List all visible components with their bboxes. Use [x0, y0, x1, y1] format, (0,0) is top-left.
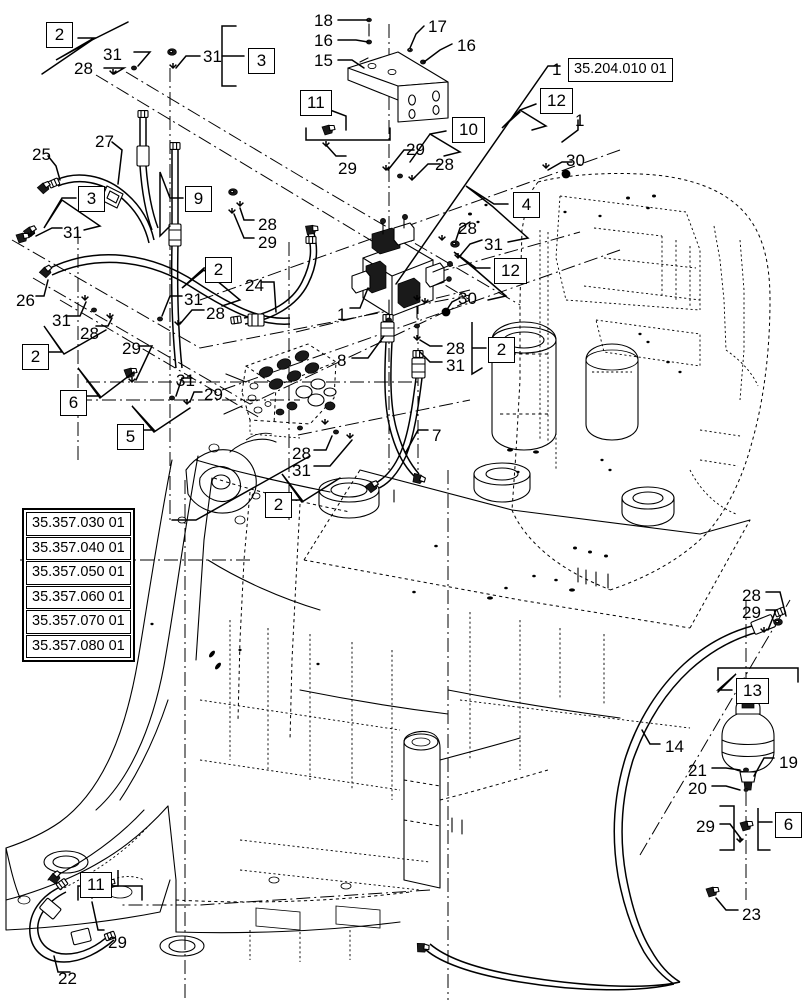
callout-number-29: 29 — [108, 933, 127, 952]
reference-table-row: 35.357.080 01 — [26, 634, 131, 658]
callout-number-15: 15 — [314, 51, 333, 70]
callout-number-28: 28 — [742, 586, 761, 605]
boxed-callout-12: 12 — [494, 258, 527, 284]
leader-lines — [35, 19, 787, 973]
callout-number-31: 31 — [63, 223, 82, 242]
callout-number-31: 31 — [103, 45, 122, 64]
reference-table-row: 35.357.070 01 — [26, 610, 131, 634]
callout-number-28: 28 — [458, 219, 477, 238]
callout-number-31: 31 — [484, 235, 503, 254]
callout-number-17: 17 — [428, 17, 447, 36]
bracket-15 — [347, 51, 449, 123]
callout-number-1: 1 — [337, 305, 347, 324]
callout-number-18: 18 — [314, 11, 333, 30]
callout-number-28: 28 — [258, 215, 277, 234]
callout-number-30: 30 — [566, 151, 585, 170]
boxed-callout-11: 11 — [80, 872, 112, 898]
boxed-callout-3: 3 — [78, 186, 105, 212]
boxed-callout-10: 10 — [452, 117, 485, 143]
callout-number-28: 28 — [292, 444, 311, 463]
boxed-callout-6: 6 — [60, 390, 87, 416]
callout-number-31: 31 — [446, 356, 465, 375]
callout-number-26: 26 — [16, 291, 35, 310]
callout-number-28: 28 — [74, 59, 93, 78]
boxed-callout-11: 11 — [300, 90, 332, 116]
boxed-callout-2: 2 — [265, 492, 292, 518]
hydraulic-manifold-block — [223, 343, 337, 439]
boxed-callout-13: 13 — [736, 678, 769, 704]
boxed-callout-2: 2 — [488, 337, 515, 363]
callout-number-16: 16 — [314, 31, 333, 50]
callout-number-1: 1 — [575, 111, 585, 130]
hose-27 — [35, 174, 155, 244]
callout-number-28: 28 — [80, 324, 99, 343]
callout-number-16: 16 — [457, 36, 476, 55]
boxed-callout-2: 2 — [205, 257, 232, 283]
reference-number-box: 35.204.010 01 — [568, 58, 673, 82]
callout-number-29: 29 — [406, 140, 425, 159]
reference-table-row: 35.357.040 01 — [26, 536, 131, 560]
callout-number-29: 29 — [258, 233, 277, 252]
callout-number-21: 21 — [688, 761, 707, 780]
reference-table-row: 35.357.030 01 — [26, 512, 131, 536]
reference-table-row: 35.357.060 01 — [26, 585, 131, 609]
hose-7 — [364, 350, 426, 495]
callout-number-29: 29 — [338, 159, 357, 178]
callout-number-23: 23 — [742, 905, 761, 924]
callout-number-24: 24 — [245, 276, 264, 295]
callout-number-31: 31 — [176, 371, 195, 390]
callout-number-20: 20 — [688, 779, 707, 798]
hose-14 — [414, 606, 787, 991]
callout-number-28: 28 — [435, 155, 454, 174]
callout-number-27: 27 — [95, 132, 114, 151]
boxed-callout-2: 2 — [22, 344, 49, 370]
hose-9 — [136, 110, 183, 369]
boxed-callout-9: 9 — [185, 186, 212, 212]
callout-number-19: 19 — [779, 753, 798, 772]
boxed-callout-12: 12 — [540, 88, 573, 114]
callout-number-31: 31 — [292, 461, 311, 480]
callout-number-31: 31 — [184, 290, 203, 309]
accumulator-19 — [721, 697, 775, 791]
boxed-callout-4: 4 — [513, 192, 540, 218]
callout-number-29: 29 — [742, 603, 761, 622]
boxed-callout-2: 2 — [46, 22, 73, 48]
machine-frame — [5, 172, 771, 962]
callout-number-29: 29 — [696, 817, 715, 836]
boxed-callout-3: 3 — [248, 48, 275, 74]
exploded-hardware — [15, 17, 783, 899]
callout-number-28: 28 — [206, 304, 225, 323]
callout-number-30: 30 — [458, 289, 477, 308]
callout-number-29: 29 — [204, 385, 223, 404]
reference-table-row: 35.357.050 01 — [26, 561, 131, 585]
callout-number-31: 31 — [203, 47, 222, 66]
hose-22 — [29, 869, 117, 963]
boxed-callout-6: 6 — [775, 812, 802, 838]
callout-number-31: 31 — [52, 311, 71, 330]
callout-number-28: 28 — [446, 339, 465, 358]
callout-number-7: 7 — [432, 426, 442, 445]
callout-number-29: 29 — [122, 339, 141, 358]
callout-number-14: 14 — [665, 737, 684, 756]
callout-number-8: 8 — [337, 351, 347, 370]
control-valve-item-1 — [351, 214, 453, 317]
callout-number-1: 1 — [552, 60, 562, 79]
hose-24 — [230, 223, 320, 327]
callout-number-25: 25 — [32, 145, 51, 164]
boxed-callout-5: 5 — [117, 424, 144, 450]
callout-number-22: 22 — [58, 969, 77, 988]
